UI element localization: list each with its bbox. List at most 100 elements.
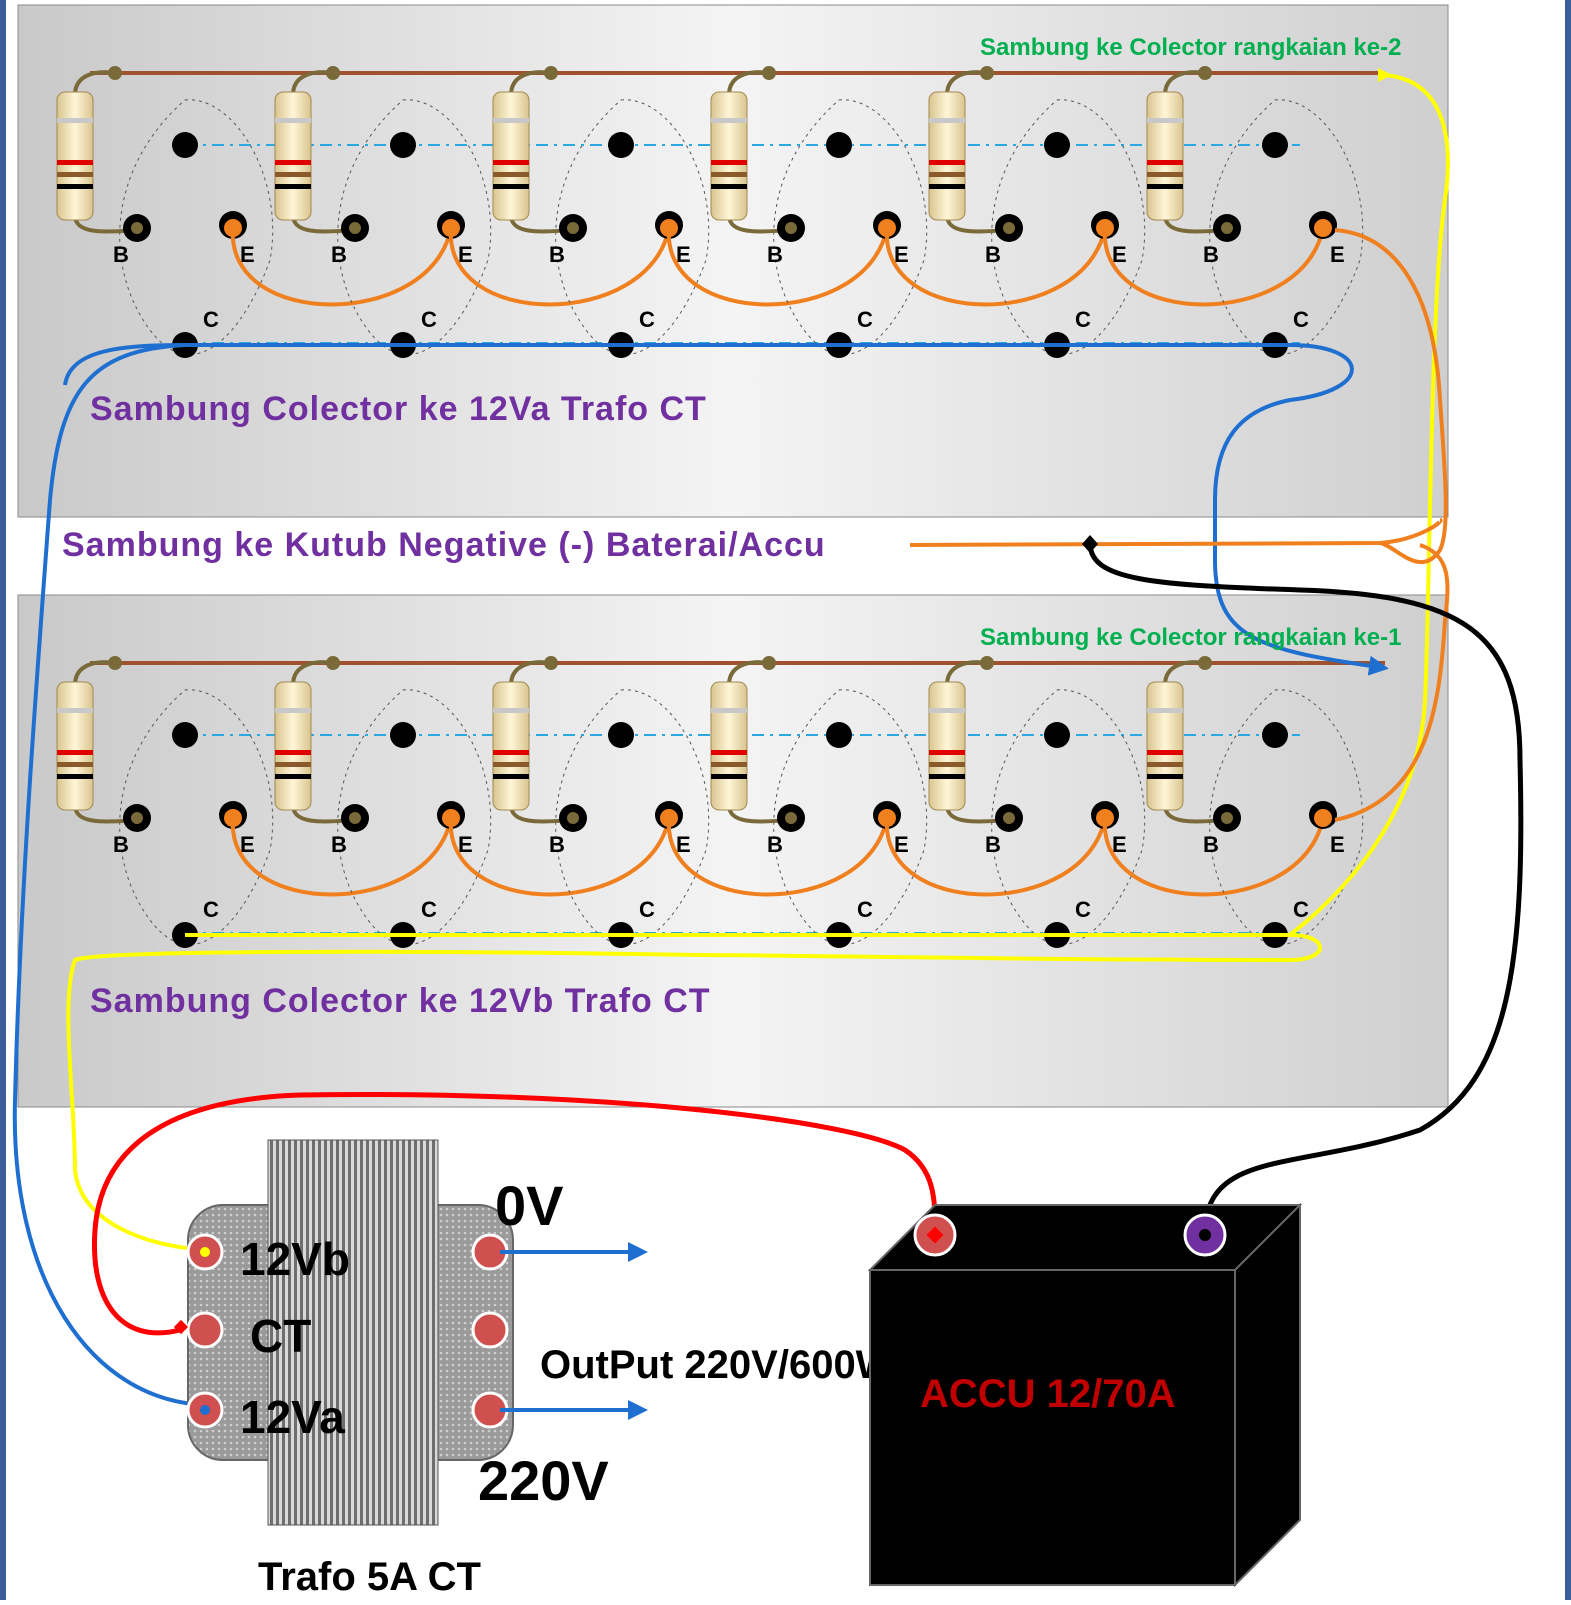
yellow-wire-to-12vb (66, 933, 1322, 1252)
resistor-band-1 (57, 118, 93, 123)
emitter-link-wire (230, 227, 453, 307)
base-contact (567, 222, 579, 234)
resistor-band-2 (275, 750, 311, 755)
transistor-mount-hole (608, 722, 634, 748)
resistor-band-3 (711, 762, 747, 767)
resistor-band-1 (275, 118, 311, 123)
label-ct: CT (250, 1310, 311, 1362)
resistor-joint (762, 66, 776, 80)
transistor-mount-hole (608, 132, 634, 158)
pin-label-emitter: E (894, 242, 909, 267)
battery-side (1234, 1202, 1301, 1588)
resistor (1146, 91, 1184, 221)
resistor-joint (544, 656, 558, 670)
output-arrowhead-0v (628, 1242, 648, 1262)
transistor-mount-hole (172, 722, 198, 748)
transformer-name: Trafo 5A CT (258, 1555, 481, 1599)
resistor-band-2 (493, 160, 529, 165)
pin-label-base: B (985, 832, 1001, 857)
transistor-mount-hole (390, 132, 416, 158)
label-12vb: 12Vb (240, 1233, 350, 1285)
resistor-joint (544, 66, 558, 80)
resistor-band-1 (493, 118, 529, 123)
pin-label-emitter: E (1330, 242, 1345, 267)
resistor (1146, 681, 1184, 811)
resistor-joint (762, 656, 776, 670)
emitter-link-wire (666, 817, 889, 897)
blue-wire-to-12va (12, 343, 206, 1407)
transistor-mount-hole (1262, 132, 1288, 158)
pin-label-base: B (1203, 832, 1219, 857)
base-contact (131, 222, 143, 234)
pin-label-collector: C (857, 897, 873, 922)
terminal-ct (186, 1311, 224, 1349)
label-220v: 220V (478, 1449, 609, 1512)
resistor-band-2 (929, 750, 965, 755)
junction-negative (1082, 535, 1098, 553)
pin-label-collector: C (1293, 897, 1309, 922)
battery-label: ACCU 12/70A (920, 1372, 1176, 1416)
pin-label-base: B (767, 832, 783, 857)
resistor-joint (980, 656, 994, 670)
resistor (274, 681, 312, 811)
resistor (56, 681, 94, 811)
pin-label-base: B (549, 832, 565, 857)
pin-label-emitter: E (240, 832, 255, 857)
emitter-contact (1314, 219, 1332, 237)
pin-label-collector: C (1075, 897, 1091, 922)
resistor-band-2 (711, 750, 747, 755)
pin-label-emitter: E (676, 832, 691, 857)
resistor-band-2 (929, 160, 965, 165)
pin-label-emitter: E (458, 832, 473, 857)
base-contact (567, 812, 579, 824)
emitter-link-wire (448, 227, 671, 307)
pin-label-base: B (549, 242, 565, 267)
orange-wire-negative (909, 518, 1443, 547)
resistor-band-1 (711, 118, 747, 123)
orange-wire-lower-emitter (1334, 543, 1450, 822)
transformer-core (267, 1139, 439, 1526)
resistor-band-3 (57, 172, 93, 177)
label-0v: 0V (495, 1174, 564, 1237)
resistor-joint (108, 66, 122, 80)
pin-label-collector: C (1075, 307, 1091, 332)
emitter-link-wire (1102, 227, 1325, 307)
resistor (492, 91, 530, 221)
pin-label-emitter: E (458, 242, 473, 267)
pin-label-base: B (113, 242, 129, 267)
pin-label-base: B (113, 832, 129, 857)
resistor-band-4 (929, 774, 965, 779)
resistor-band-1 (929, 708, 965, 713)
base-contact (785, 812, 797, 824)
pin-label-base: B (331, 242, 347, 267)
yellow-arrow-rangkaian-2 (1378, 68, 1392, 82)
resistor-band-4 (711, 184, 747, 189)
base-contact (349, 812, 361, 824)
transformer: 12Vb CT 12Va 0V 220V Trafo 5A CT (173, 1139, 609, 1599)
resistor-band-4 (57, 774, 93, 779)
pin-label-emitter: E (240, 242, 255, 267)
resistor-band-3 (275, 762, 311, 767)
resistor-band-1 (711, 708, 747, 713)
label-colector-rangkaian-1: Sambung ke Colector rangkaian ke-1 (980, 624, 1401, 651)
resistor-band-3 (493, 172, 529, 177)
resistor-band-4 (1147, 184, 1183, 189)
resistor-band-2 (57, 750, 93, 755)
yellow-wire-to-rangkaian-2 (1288, 73, 1450, 937)
resistor-band-2 (1147, 160, 1183, 165)
resistor (928, 681, 966, 811)
base-contact (1221, 812, 1233, 824)
label-negative-battery: Sambung ke Kutub Negative (-) Baterai/Ac… (62, 526, 826, 564)
